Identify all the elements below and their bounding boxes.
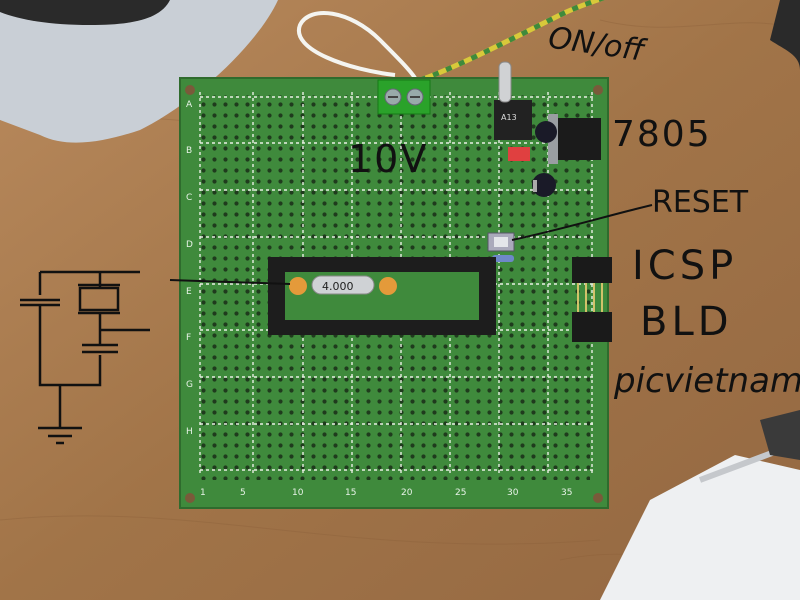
pcb-col-label-30: 30 <box>507 488 519 498</box>
pcb-col-label-20: 20 <box>401 488 413 498</box>
dark-object-right <box>760 410 800 460</box>
dark-object-top-right <box>770 0 800 70</box>
pcb-col-label-1: 1 <box>200 488 206 498</box>
pcb-col-label-15: 15 <box>345 488 357 498</box>
resistor <box>492 255 514 262</box>
voltage-regulator <box>548 114 601 164</box>
pcb-col-label-5: 5 <box>240 488 246 498</box>
ceramic-capacitors <box>289 277 397 295</box>
pcb-row-label-c: C <box>186 193 193 203</box>
pcb-row-label-f: F <box>186 333 192 343</box>
svg-text:A13: A13 <box>501 113 517 122</box>
pcb-grid-lines <box>199 92 595 475</box>
pcb-row-label-g: G <box>186 380 193 390</box>
pointer-lines <box>169 204 653 285</box>
reset-pushbutton <box>487 232 515 252</box>
pcb-row-label-e: E <box>186 287 192 297</box>
led <box>508 147 530 161</box>
pcb-col-label-35: 35 <box>561 488 573 498</box>
pcb-row-label-d: D <box>186 240 193 250</box>
pcb-row-label-b: B <box>186 146 193 156</box>
pcb-row-label-a: A <box>186 100 193 110</box>
plastic-case <box>600 455 800 600</box>
voltage-annotation: 10V <box>348 137 429 181</box>
mouse-pad <box>0 0 278 143</box>
crystal-schematic <box>20 270 150 445</box>
toggle-switch: A13 <box>494 61 532 140</box>
mounting-holes <box>185 85 603 503</box>
dark-object <box>0 0 170 25</box>
reset-annotation: RESET <box>652 185 749 220</box>
icsp-header <box>572 257 612 342</box>
pcb-col-label-25: 25 <box>455 488 467 498</box>
brand-annotation: picvietnam <box>614 361 800 401</box>
ic-socket-40pin <box>268 257 496 335</box>
pcb-col-label-10: 10 <box>292 488 304 498</box>
crystal-marking: 4.000 <box>322 280 354 293</box>
crystal <box>311 275 375 295</box>
icsp-annotation: ICSP <box>632 243 738 289</box>
pcb-row-label-h: H <box>186 427 193 437</box>
terminal-block <box>377 79 431 115</box>
bld-annotation: BLD <box>640 299 733 345</box>
white-wire <box>296 11 417 80</box>
regulator-annotation: 7805 <box>612 114 712 155</box>
electrolytic-capacitors <box>532 121 557 197</box>
